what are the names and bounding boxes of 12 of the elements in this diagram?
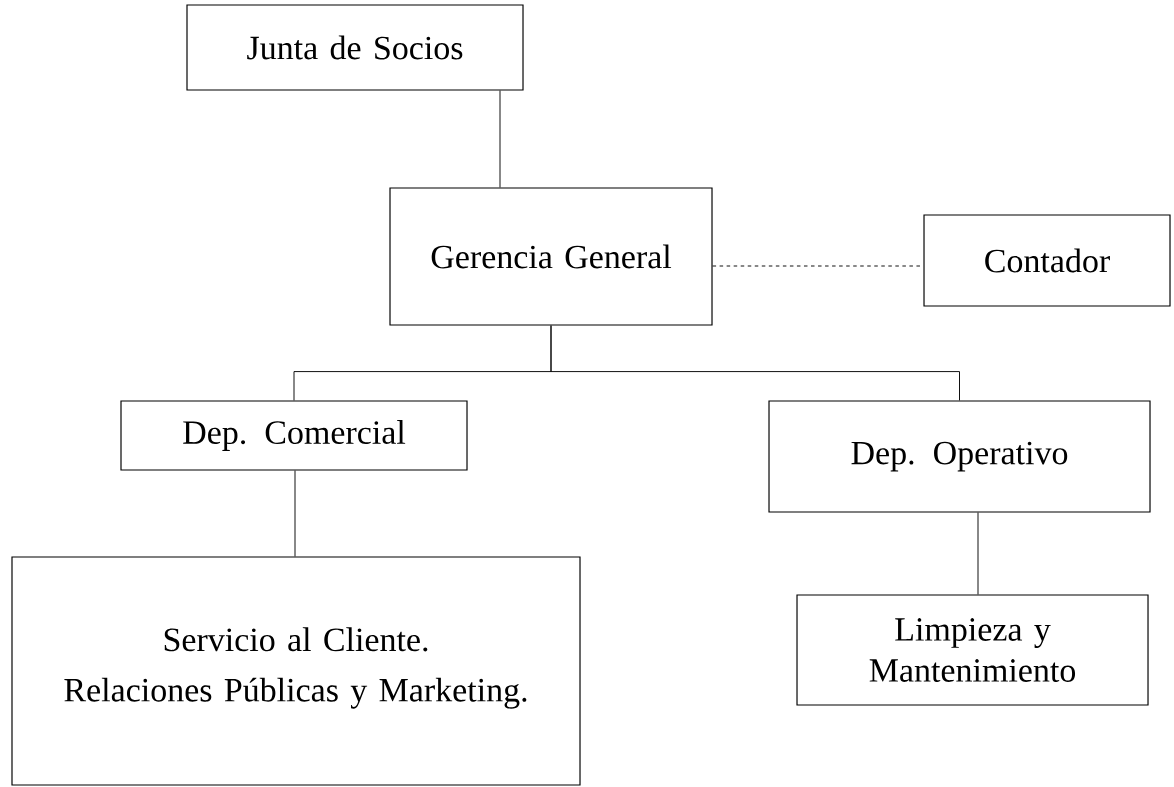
org-box: Dep. Comercial bbox=[120, 400, 468, 471]
org-box: Dep. Operativo bbox=[768, 400, 1151, 513]
connector-line bbox=[499, 90, 501, 188]
org-box: Junta de Socios bbox=[186, 4, 524, 91]
org-box bbox=[11, 556, 581, 786]
connector-line bbox=[550, 325, 960, 401]
connector-line bbox=[294, 470, 296, 557]
box-text: Servicio al Cliente. Relaciones Públicas y Marketing. bbox=[64, 627, 527, 709]
org-box: Limpieza y Mantenimiento bbox=[796, 594, 1149, 706]
org-box: Contador bbox=[923, 214, 1171, 307]
connector-line bbox=[977, 512, 979, 595]
org-box: Gerencia General bbox=[389, 187, 713, 326]
